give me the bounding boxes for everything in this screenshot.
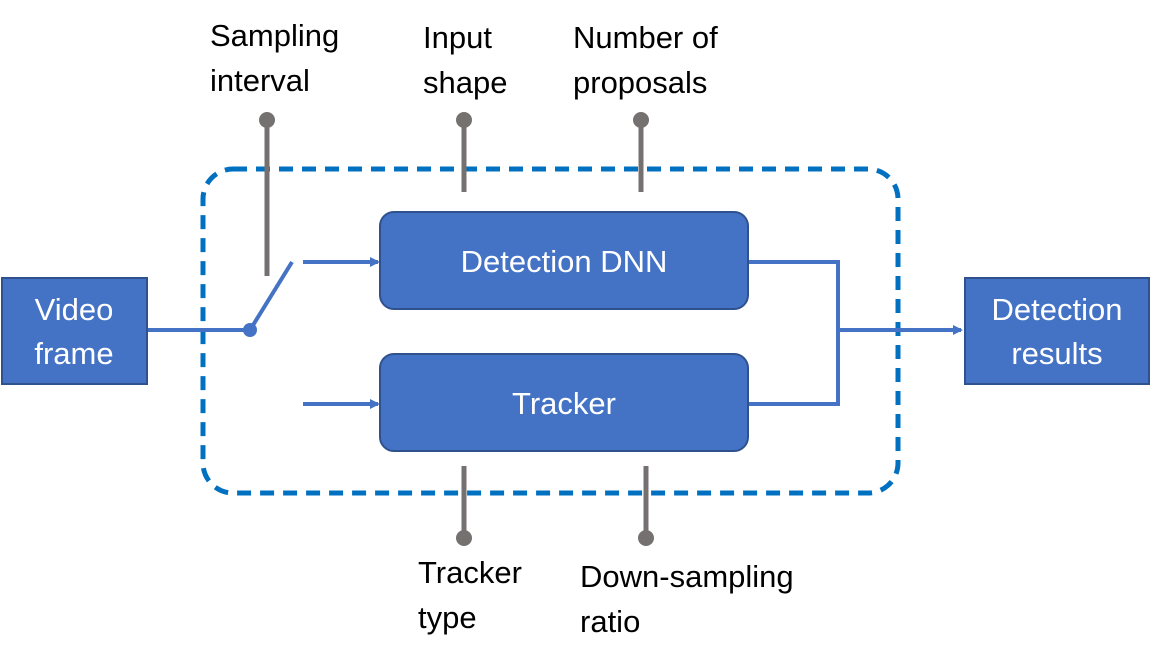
detection-results-label-line1: Detection — [992, 292, 1123, 327]
detection-dnn-label: Detection DNN — [461, 244, 668, 279]
detection-results-label-line2: results — [1011, 336, 1102, 371]
downsampling-knob — [638, 530, 654, 546]
num-proposals-knob — [633, 112, 649, 128]
sampling-interval-label-line2: interval — [210, 63, 310, 98]
video-frame-label-line2: frame — [34, 336, 113, 371]
tracker-label: Tracker — [512, 386, 616, 421]
downsampling-label-line2: ratio — [580, 604, 640, 639]
tracker-type-knob — [456, 530, 472, 546]
tracker-box — [379, 353, 749, 452]
switch-pivot — [243, 323, 257, 337]
input-shape-label-line2: shape — [423, 65, 507, 100]
detection-dnn-box — [379, 211, 749, 310]
knob-lines — [264, 120, 649, 538]
num-proposals-label-line2: proposals — [573, 65, 707, 100]
video-frame-box — [1, 277, 148, 385]
tracker-output-line — [748, 330, 840, 406]
sampling-interval-label-line1: Sampling — [210, 18, 339, 53]
downsampling-label-line1: Down-sampling — [580, 559, 794, 594]
input-shape-knob — [456, 112, 472, 128]
input-shape-label-line1: Input — [423, 20, 492, 55]
video-frame-label-line1: Video — [35, 292, 114, 327]
tracker-type-label-line1: Tracker — [418, 555, 522, 590]
detection-results-box — [964, 277, 1150, 385]
tracker-type-label-line2: type — [418, 600, 477, 635]
knob-dots — [259, 112, 654, 546]
switch-lever — [248, 260, 294, 332]
detector-output-line — [748, 260, 840, 330]
flow-lines — [147, 257, 963, 409]
sampling-interval-knob — [259, 112, 275, 128]
num-proposals-label-line1: Number of — [573, 20, 718, 55]
